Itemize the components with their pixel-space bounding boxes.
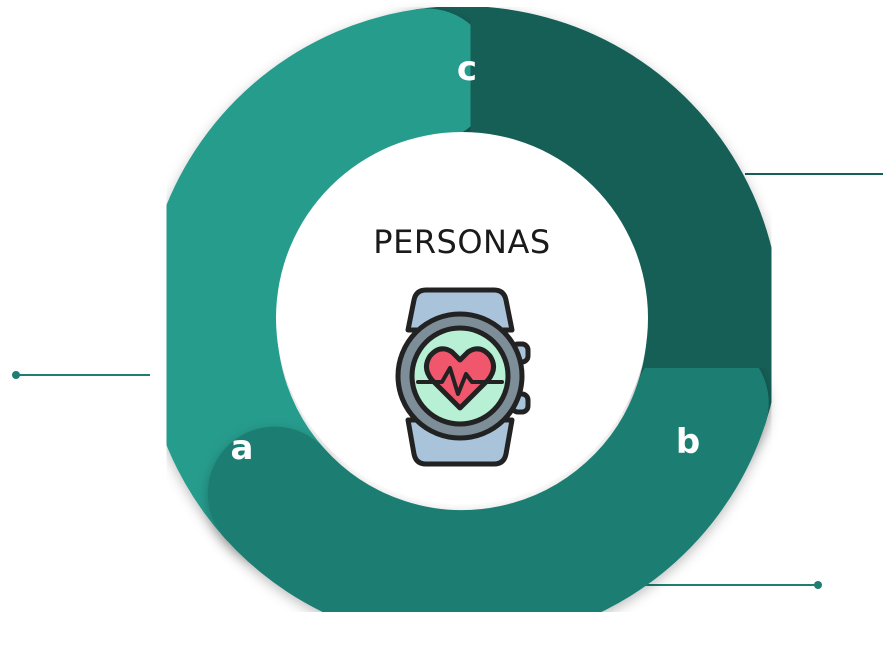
ring-segment-c <box>359 6 782 470</box>
ring-segment-b <box>207 335 769 645</box>
center-title: PERSONAS <box>373 223 550 261</box>
ring-segment-a <box>143 8 494 561</box>
connector-dot-bottom-right <box>814 581 822 589</box>
ring-segments: a b c <box>143 6 782 645</box>
smartwatch-heart-icon <box>395 287 531 467</box>
segment-label-a: a <box>231 428 254 468</box>
connector-lines <box>12 173 883 589</box>
segment-label-c: c <box>457 49 477 89</box>
segment-label-b: b <box>676 422 700 462</box>
connector-dot-left <box>12 371 20 379</box>
